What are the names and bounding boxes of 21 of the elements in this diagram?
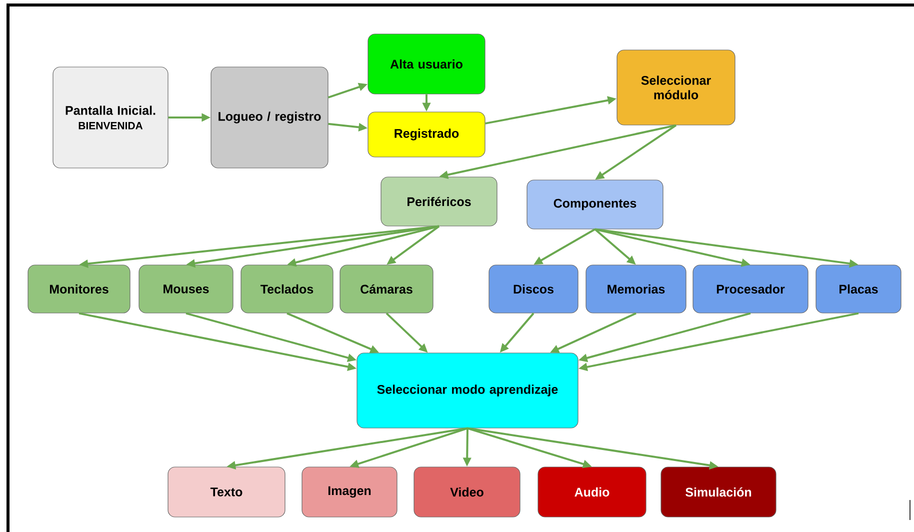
process-box: Logueo / registro [210, 66, 328, 168]
category-box: Componentes [526, 180, 664, 230]
option-box: Teclados [240, 264, 334, 314]
option-box: Video [414, 466, 520, 518]
option-box: Mouses [138, 264, 234, 314]
process-box: Seleccionar módulo [616, 50, 736, 126]
process-box: Seleccionar modo aprendizaje [356, 352, 578, 428]
process-box: Registrado [368, 112, 486, 158]
screen-box: Pantalla Inicial. BIENVENIDA [52, 66, 168, 168]
option-box: Monitores [28, 264, 130, 314]
option-box: Placas [816, 264, 902, 314]
option-box: Simulación [660, 466, 776, 518]
category-box: Periféricos [380, 176, 498, 226]
process-box: Alta usuario [368, 34, 486, 94]
option-box: Procesador [692, 264, 808, 314]
option-box: Discos [488, 264, 578, 314]
option-box: Texto [168, 466, 286, 518]
option-box: Cámaras [340, 264, 434, 314]
option-box: Audio [538, 466, 646, 518]
option-box: Memorias [586, 264, 686, 314]
option-box: Imagen [302, 466, 398, 518]
